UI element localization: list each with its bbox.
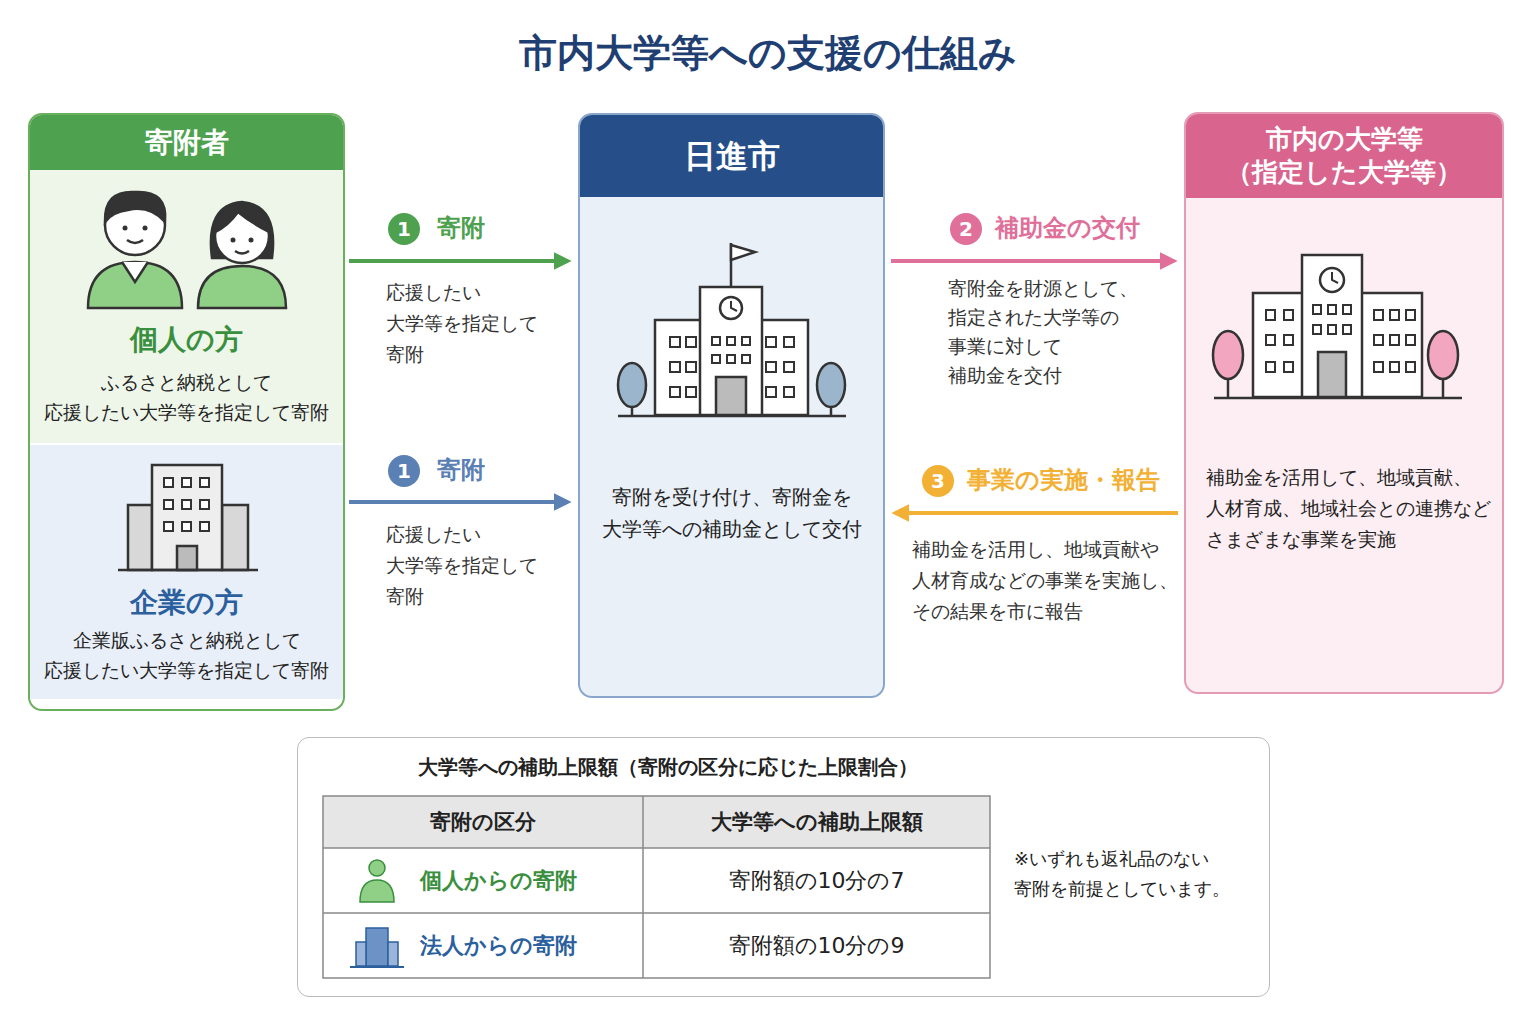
text-line: 応援したい: [386, 519, 566, 550]
text-line: 3: [922, 465, 954, 497]
callout-number: 3: [922, 465, 954, 497]
text-line: 個人の方: [30, 322, 343, 358]
text-line: 寄附の区分: [325, 798, 641, 846]
arrow-description: 補助金を活用し、地域貢献や 人材育成などの事業を実施し、 その結果を市に報告: [912, 534, 1180, 627]
node-heading: 大学等への補助上限額（寄附の区分に応じた上限割合）: [318, 752, 1018, 782]
university-box: 市内の大学等 （指定した大学等） 補助金を活用して、地域貢献、 人材育成、地域社会…: [1184, 112, 1504, 694]
donor-panel: 寄附者個人の方ふるさと納税として 応援したい大学等を指定して寄附企業の方企業版ふ…: [28, 113, 345, 711]
node-body: ※いずれも返礼品のない 寄附を前提としています。: [1014, 844, 1254, 904]
arrow-description: 応援したい 大学等を指定して 寄附: [386, 277, 566, 370]
building-icon: [350, 928, 404, 967]
text-line: 大学等への補助上限額: [645, 798, 988, 846]
office-building: [118, 465, 258, 570]
text-line: 大学等への補助金として交付: [588, 513, 875, 545]
flow-arrow: [895, 511, 1178, 515]
text-line: 寄附金を財源として、: [948, 274, 1168, 303]
text-line: 2: [950, 213, 982, 245]
flow-arrow: [349, 259, 568, 263]
text-line: 応援したい大学等を指定して寄附: [36, 397, 337, 427]
text-line: 日進市: [580, 115, 883, 197]
text-line: 市内の大学等: [1186, 123, 1502, 156]
text-line: 1: [388, 455, 420, 487]
people-illustration: [88, 192, 286, 308]
text-line: 人材育成などの事業を実施し、: [912, 565, 1180, 596]
text-line: 寄附を受け付け、寄附金を: [588, 481, 875, 513]
arrow-description: 寄附金を財源として、 指定された大学等の 事業に対して 補助金を交付: [948, 274, 1168, 390]
node-heading: 市内の大学等 （指定した大学等）: [1186, 114, 1502, 198]
text-line: 人材育成、地域社会との連携など: [1206, 493, 1496, 524]
node-body: ふるさと納税として 応援したい大学等を指定して寄附: [36, 367, 337, 427]
text-line: 寄附: [386, 581, 566, 612]
text-line: 企業版ふるさと納税として: [34, 625, 339, 655]
text-line: （指定した大学等）: [1186, 156, 1502, 189]
text-line: 指定された大学等の: [948, 303, 1168, 332]
text-line: 大学等を指定して: [386, 550, 566, 581]
table-header-cell: 寄附の区分: [325, 798, 641, 846]
text-line: 補助金を活用し、地域貢献や: [912, 534, 1180, 565]
text-line: ※いずれも返礼品のない: [1014, 844, 1254, 874]
callout-number: 1: [388, 455, 420, 487]
text-line: 大学等への補助上限額（寄附の区分に応じた上限割合）: [318, 752, 1018, 782]
flow-arrow: [891, 259, 1174, 263]
callout-number: 2: [950, 213, 982, 245]
node-body: 補助金を活用して、地域貢献、 人材育成、地域社会との連携など さまざまな事業を実…: [1206, 462, 1496, 555]
diagram-title: 市内大学等への支援の仕組み: [0, 28, 1536, 79]
callout-number: 1: [388, 213, 420, 245]
corporate-section: 企業の方企業版ふるさと納税として 応援したい大学等を指定して寄附: [30, 445, 343, 699]
node-heading: 企業の方: [30, 585, 343, 621]
table-header-cell: 大学等への補助上限額: [645, 798, 988, 846]
edge-label: 寄附: [434, 210, 488, 246]
text-line: 応援したい: [386, 277, 566, 308]
text-line: 寄附額の10分の9: [645, 915, 988, 976]
edge-label: 補助金の交付: [992, 210, 1143, 246]
text-line: さまざまな事業を実施: [1206, 524, 1496, 555]
table-cell: 寄附額の10分の7: [645, 850, 988, 911]
flow-arrow: [349, 500, 568, 504]
edge-label: 寄附: [434, 452, 488, 488]
node-heading: 個人の方: [30, 322, 343, 358]
table-cell: 法人からの寄附: [420, 915, 638, 976]
node-body: 寄附を受け付け、寄附金を 大学等への補助金として交付: [588, 481, 875, 545]
city-hall: [618, 243, 846, 416]
text-line: 寄附を前提としています。: [1014, 874, 1254, 904]
text-line: 企業の方: [30, 585, 343, 621]
text-line: 補助金を交付: [948, 361, 1168, 390]
arrow-description: 応援したい 大学等を指定して 寄附: [386, 519, 566, 612]
table-cell: 個人からの寄附: [420, 850, 638, 911]
text-line: 寄附者: [30, 115, 343, 170]
text-line: 応援したい大学等を指定して寄附: [34, 655, 339, 685]
text-line: 大学等を指定して: [386, 308, 566, 339]
text-line: 個人からの寄附: [420, 850, 638, 911]
text-line: 事業に対して: [948, 332, 1168, 361]
text-line: 寄附額の10分の7: [645, 850, 988, 911]
text-line: 補助金を活用して、地域貢献、: [1206, 462, 1496, 493]
text-line: ふるさと納税として: [36, 367, 337, 397]
node-body: 企業版ふるさと納税として 応援したい大学等を指定して寄附: [34, 625, 339, 685]
individual-section: 個人の方ふるさと納税として 応援したい大学等を指定して寄附: [30, 170, 343, 443]
text-line: 1: [388, 213, 420, 245]
text-line: その結果を市に報告: [912, 596, 1180, 627]
university-building: [1213, 255, 1462, 398]
text-line: 寄附: [386, 339, 566, 370]
edge-label: 事業の実施・報告: [964, 462, 1163, 498]
text-line: 法人からの寄附: [420, 915, 638, 976]
table-grid: [323, 796, 990, 978]
table-cell: 寄附額の10分の9: [645, 915, 988, 976]
person-icon: [360, 860, 394, 902]
city-box: 日進市寄附を受け付け、寄附金を 大学等への補助金として交付: [578, 113, 885, 698]
node-heading: 日進市: [580, 115, 883, 197]
node-heading: 寄附者: [30, 115, 343, 170]
